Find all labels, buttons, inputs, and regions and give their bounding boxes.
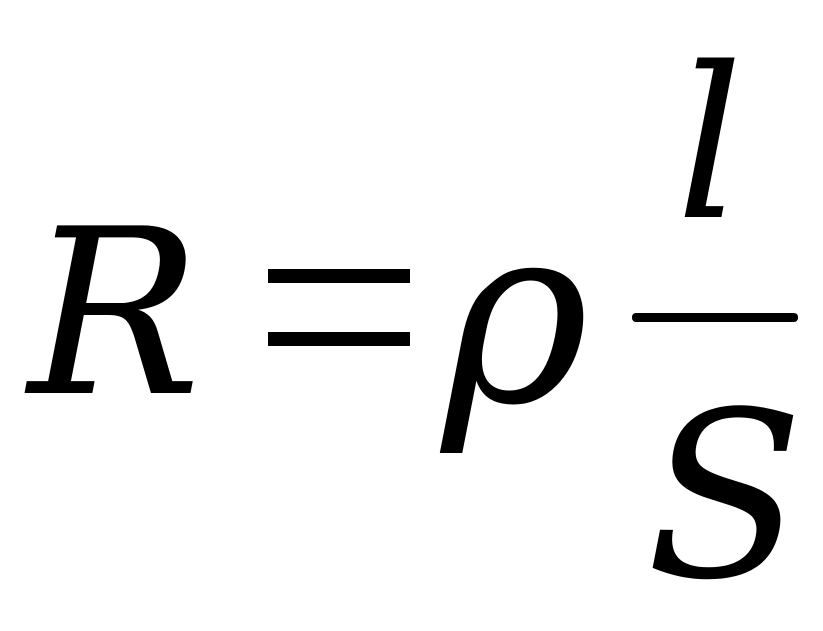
- length-symbol: l: [676, 22, 744, 267]
- area-symbol: S: [646, 364, 804, 631]
- resistivity-symbol: ρ: [442, 169, 589, 460]
- equals-sign-bottom-bar: [268, 332, 410, 346]
- fraction-bar: [632, 313, 798, 322]
- equals-sign-top-bar: [268, 269, 410, 283]
- resistance-symbol: R: [28, 181, 202, 448]
- resistance-formula: R ρ l S: [28, 22, 804, 613]
